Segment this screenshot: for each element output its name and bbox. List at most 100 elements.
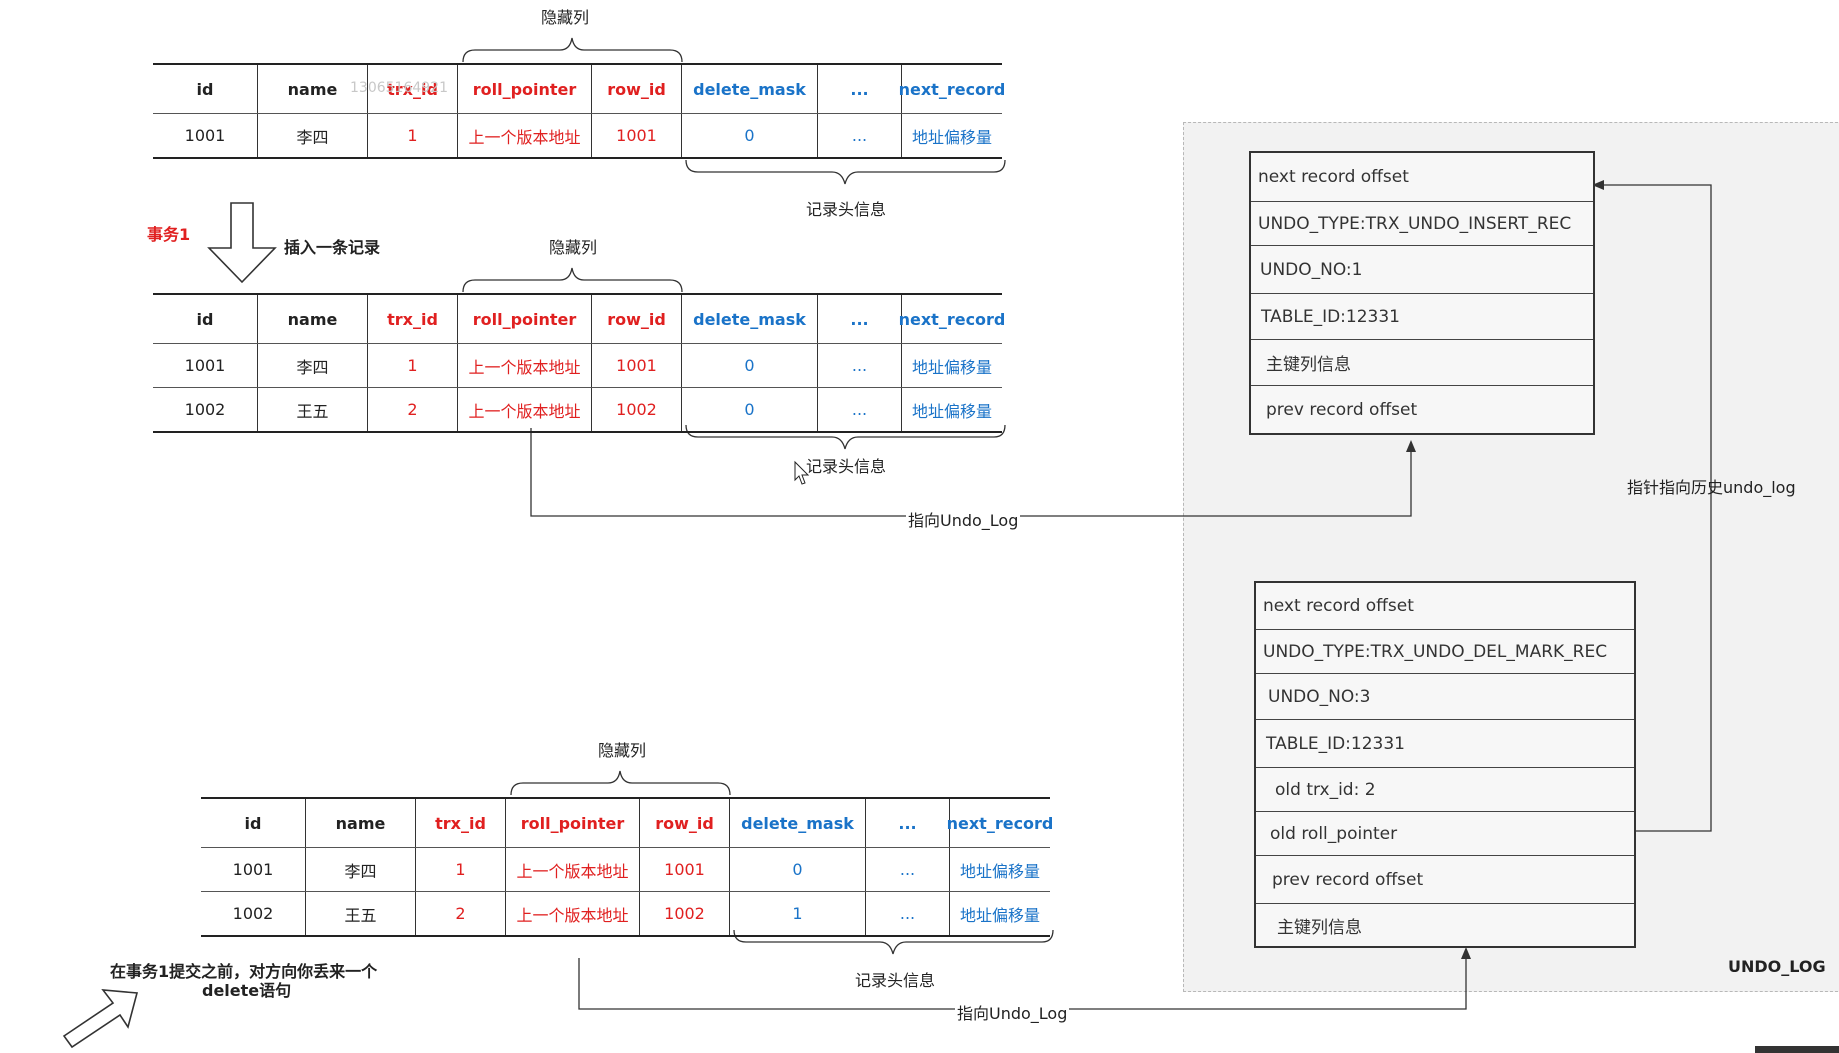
undo-field: old trx_id: 2 bbox=[1256, 767, 1634, 811]
note-line-2: delete语句 bbox=[202, 981, 292, 1000]
cursor-icon bbox=[794, 460, 810, 485]
undo-field: old roll_pointer bbox=[1256, 811, 1634, 855]
note-line-1: 在事务1提交之前，对方向你丢来一个 bbox=[110, 962, 378, 981]
col-header-name: name bbox=[257, 295, 367, 343]
pointer-undo-label-1: 指向Undo_Log bbox=[906, 507, 1021, 531]
col-header-roll-pointer: roll_pointer bbox=[505, 799, 639, 847]
table-row: 1001 李四 1 上一个版本地址 1001 0 ... 地址偏移量 bbox=[153, 343, 1002, 387]
undo-field: 主键列信息 bbox=[1251, 339, 1593, 385]
cell-delete-mask: 1 bbox=[729, 892, 865, 935]
cell-trx-id: 1 bbox=[367, 344, 457, 387]
undo-field: 主键列信息 bbox=[1256, 903, 1634, 946]
record-header-label-3: 记录头信息 bbox=[855, 971, 936, 990]
table-row: 1001 李四 1 上一个版本地址 1001 0 ... 地址偏移量 bbox=[153, 113, 1002, 157]
cell-delete-mask: 0 bbox=[681, 114, 817, 157]
undo-field: next record offset bbox=[1263, 596, 1414, 616]
undo-field: UNDO_TYPE:TRX_UNDO_DEL_MARK_REC bbox=[1256, 629, 1634, 673]
watermark: 13065164921 bbox=[350, 80, 448, 96]
cell-trx-id: 2 bbox=[415, 892, 505, 935]
brace-header-1 bbox=[685, 159, 1006, 185]
table-row: 1002 王五 2 上一个版本地址 1002 0 ... 地址偏移量 bbox=[153, 387, 1002, 431]
col-header-row-id: row_id bbox=[591, 295, 681, 343]
up-right-arrow bbox=[62, 989, 139, 1049]
record-table-3: id name trx_id roll_pointer row_id delet… bbox=[201, 797, 1053, 937]
cell-row-id: 1002 bbox=[639, 892, 729, 935]
brace-hidden-1 bbox=[462, 37, 683, 63]
table-row: 1002 王五 2 上一个版本地址 1002 1 ... 地址偏移量 bbox=[201, 891, 1050, 935]
col-header-ellipsis: ... bbox=[865, 799, 949, 847]
cell-next-record: 地址偏移量 bbox=[901, 114, 1002, 157]
cell-row-id: 1001 bbox=[591, 114, 681, 157]
cell-roll-pointer: 上一个版本地址 bbox=[505, 892, 639, 935]
insert-record-label: 插入一条记录 bbox=[284, 238, 381, 257]
col-header-name: name bbox=[305, 799, 415, 847]
cell-name: 李四 bbox=[257, 114, 367, 157]
cell-ellipsis: ... bbox=[817, 114, 901, 157]
undo-log-title: UNDO_LOG bbox=[1728, 957, 1826, 976]
pointer-undo-label-2: 指向Undo_Log bbox=[955, 1000, 1070, 1024]
history-pointer-label: 指针指向历史undo_log bbox=[1627, 478, 1796, 497]
col-header-delete-mask: delete_mask bbox=[729, 799, 865, 847]
col-header-roll-pointer: roll_pointer bbox=[457, 295, 591, 343]
col-header-ellipsis: ... bbox=[817, 295, 901, 343]
brace-header-2 bbox=[685, 424, 1006, 450]
undo-field: next record offset bbox=[1258, 167, 1409, 187]
brace-hidden-3 bbox=[510, 770, 731, 796]
table-header-row: id name trx_id roll_pointer row_id delet… bbox=[153, 295, 1005, 343]
cell-name: 李四 bbox=[257, 344, 367, 387]
cell-ellipsis: ... bbox=[865, 848, 949, 891]
col-header-trx-id: trx_id bbox=[367, 295, 457, 343]
cell-trx-id: 1 bbox=[415, 848, 505, 891]
cell-row-id: 1002 bbox=[591, 388, 681, 431]
cell-ellipsis: ... bbox=[817, 388, 901, 431]
cell-ellipsis: ... bbox=[817, 344, 901, 387]
undo-insert-record: next record offset UNDO_TYPE:TRX_UNDO_IN… bbox=[1249, 151, 1595, 435]
cell-next-record: 地址偏移量 bbox=[901, 344, 1002, 387]
col-header-delete-mask: delete_mask bbox=[681, 295, 817, 343]
table-row: 1001 李四 1 上一个版本地址 1001 0 ... 地址偏移量 bbox=[201, 847, 1050, 891]
col-header-row-id: row_id bbox=[591, 65, 681, 113]
brace-hidden-2 bbox=[462, 267, 683, 293]
col-header-ellipsis: ... bbox=[817, 65, 901, 113]
hidden-cols-label-3: 隐藏列 bbox=[598, 741, 647, 760]
col-header-next-record: next_record bbox=[947, 799, 1053, 847]
record-header-label-2: 记录头信息 bbox=[806, 457, 887, 476]
col-header-trx-id: trx_id bbox=[415, 799, 505, 847]
col-header-id: id bbox=[196, 79, 214, 99]
arrowhead-2 bbox=[1461, 947, 1471, 959]
col-header-next-record: next_record bbox=[899, 295, 1005, 343]
record-header-label-1: 记录头信息 bbox=[806, 200, 887, 219]
cell-id: 1002 bbox=[184, 400, 226, 419]
corner-bar bbox=[1755, 1046, 1839, 1053]
table-header-row: id name trx_id roll_pointer row_id delet… bbox=[201, 799, 1053, 847]
col-header-id: id bbox=[196, 309, 214, 329]
brace-header-3 bbox=[733, 929, 1054, 955]
undo-field: prev record offset bbox=[1251, 385, 1593, 433]
table-header-row: id name trx_id roll_pointer row_id delet… bbox=[153, 65, 1005, 113]
cell-id: 1002 bbox=[232, 904, 274, 923]
cell-id: 1001 bbox=[184, 126, 226, 145]
col-header-trx-id: trx_id bbox=[367, 65, 457, 113]
hidden-cols-label-1: 隐藏列 bbox=[541, 8, 590, 27]
undo-field: TABLE_ID:12331 bbox=[1256, 719, 1634, 767]
cell-id: 1001 bbox=[232, 860, 274, 879]
cell-next-record: 地址偏移量 bbox=[901, 388, 1002, 431]
undo-field: UNDO_NO:1 bbox=[1251, 245, 1593, 293]
record-table-1: id name trx_id roll_pointer row_id delet… bbox=[153, 63, 1005, 159]
col-header-roll-pointer: roll_pointer bbox=[457, 65, 591, 113]
cell-trx-id: 1 bbox=[367, 114, 457, 157]
cell-delete-mask: 0 bbox=[729, 848, 865, 891]
cell-name: 李四 bbox=[305, 848, 415, 891]
cell-trx-id: 2 bbox=[367, 388, 457, 431]
down-arrow bbox=[207, 202, 277, 284]
arrowhead-1 bbox=[1406, 440, 1416, 452]
cell-ellipsis: ... bbox=[865, 892, 949, 935]
cell-roll-pointer: 上一个版本地址 bbox=[457, 388, 591, 431]
undo-field: TABLE_ID:12331 bbox=[1251, 293, 1593, 339]
cell-id: 1001 bbox=[184, 356, 226, 375]
cell-name: 王五 bbox=[305, 892, 415, 935]
col-header-next-record: next_record bbox=[899, 65, 1005, 113]
cell-row-id: 1001 bbox=[639, 848, 729, 891]
undo-field: UNDO_TYPE:TRX_UNDO_INSERT_REC bbox=[1251, 201, 1593, 245]
record-table-2: id name trx_id roll_pointer row_id delet… bbox=[153, 293, 1005, 433]
